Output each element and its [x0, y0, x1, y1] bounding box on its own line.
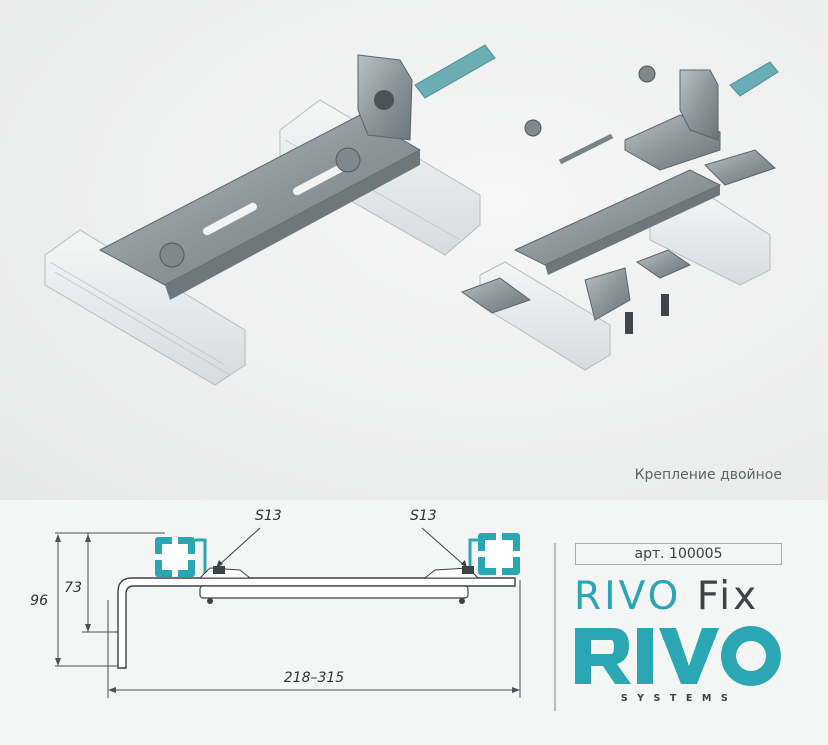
height-inner-label: 73	[64, 580, 82, 596]
height-outer-label: 96	[30, 593, 48, 609]
exploded-angle-plate	[624, 69, 721, 171]
base-plate	[199, 585, 469, 599]
nut-icon	[159, 242, 185, 268]
dimension-drawing: 96 73	[30, 508, 521, 698]
nut-icon	[462, 566, 474, 574]
bolt-icon	[625, 312, 633, 334]
width-label: 218–315	[284, 670, 345, 686]
nut-leader-right	[421, 527, 466, 567]
photo-caption: Крепление двойное	[634, 467, 782, 483]
clamp-plate-icon	[704, 149, 776, 186]
product-title: RIVO Fix	[574, 574, 759, 619]
exploded-bracket	[513, 169, 722, 275]
brand-logo: SYSTEMS	[573, 624, 785, 713]
nut-label-left: S13	[255, 508, 282, 524]
assembled-bracket-illustration	[44, 44, 779, 386]
dowel-right	[729, 61, 779, 97]
dowel-left	[414, 44, 496, 99]
product-title-brand: RIVO	[574, 574, 682, 619]
nut-leader-left	[217, 527, 261, 567]
technical-drawing: 96 73	[0, 500, 828, 745]
product-photo: Крепление двойное	[0, 0, 828, 500]
bolt-icon	[661, 294, 669, 316]
clamp-plate-icon	[460, 277, 532, 314]
article-number: арт. 100005	[575, 543, 782, 565]
screw-icon	[558, 133, 614, 165]
clamp-icon	[635, 249, 692, 279]
rail-left-lower	[44, 229, 246, 386]
rivo-logo: SYSTEMS	[575, 626, 781, 704]
rail-profile-right	[450, 533, 520, 575]
nut-icon	[638, 65, 656, 83]
bracket-profile	[117, 577, 516, 669]
product-title-model: Fix	[696, 574, 760, 619]
nut-icon	[213, 566, 225, 574]
nut-label-right: S13	[410, 508, 437, 524]
wall-plate	[357, 54, 413, 141]
vertical-divider	[554, 543, 556, 711]
nut-icon	[335, 147, 361, 173]
clamp-icon	[584, 267, 631, 321]
nut-icon	[524, 119, 542, 137]
logo-subtitle: SYSTEMS	[621, 693, 737, 704]
